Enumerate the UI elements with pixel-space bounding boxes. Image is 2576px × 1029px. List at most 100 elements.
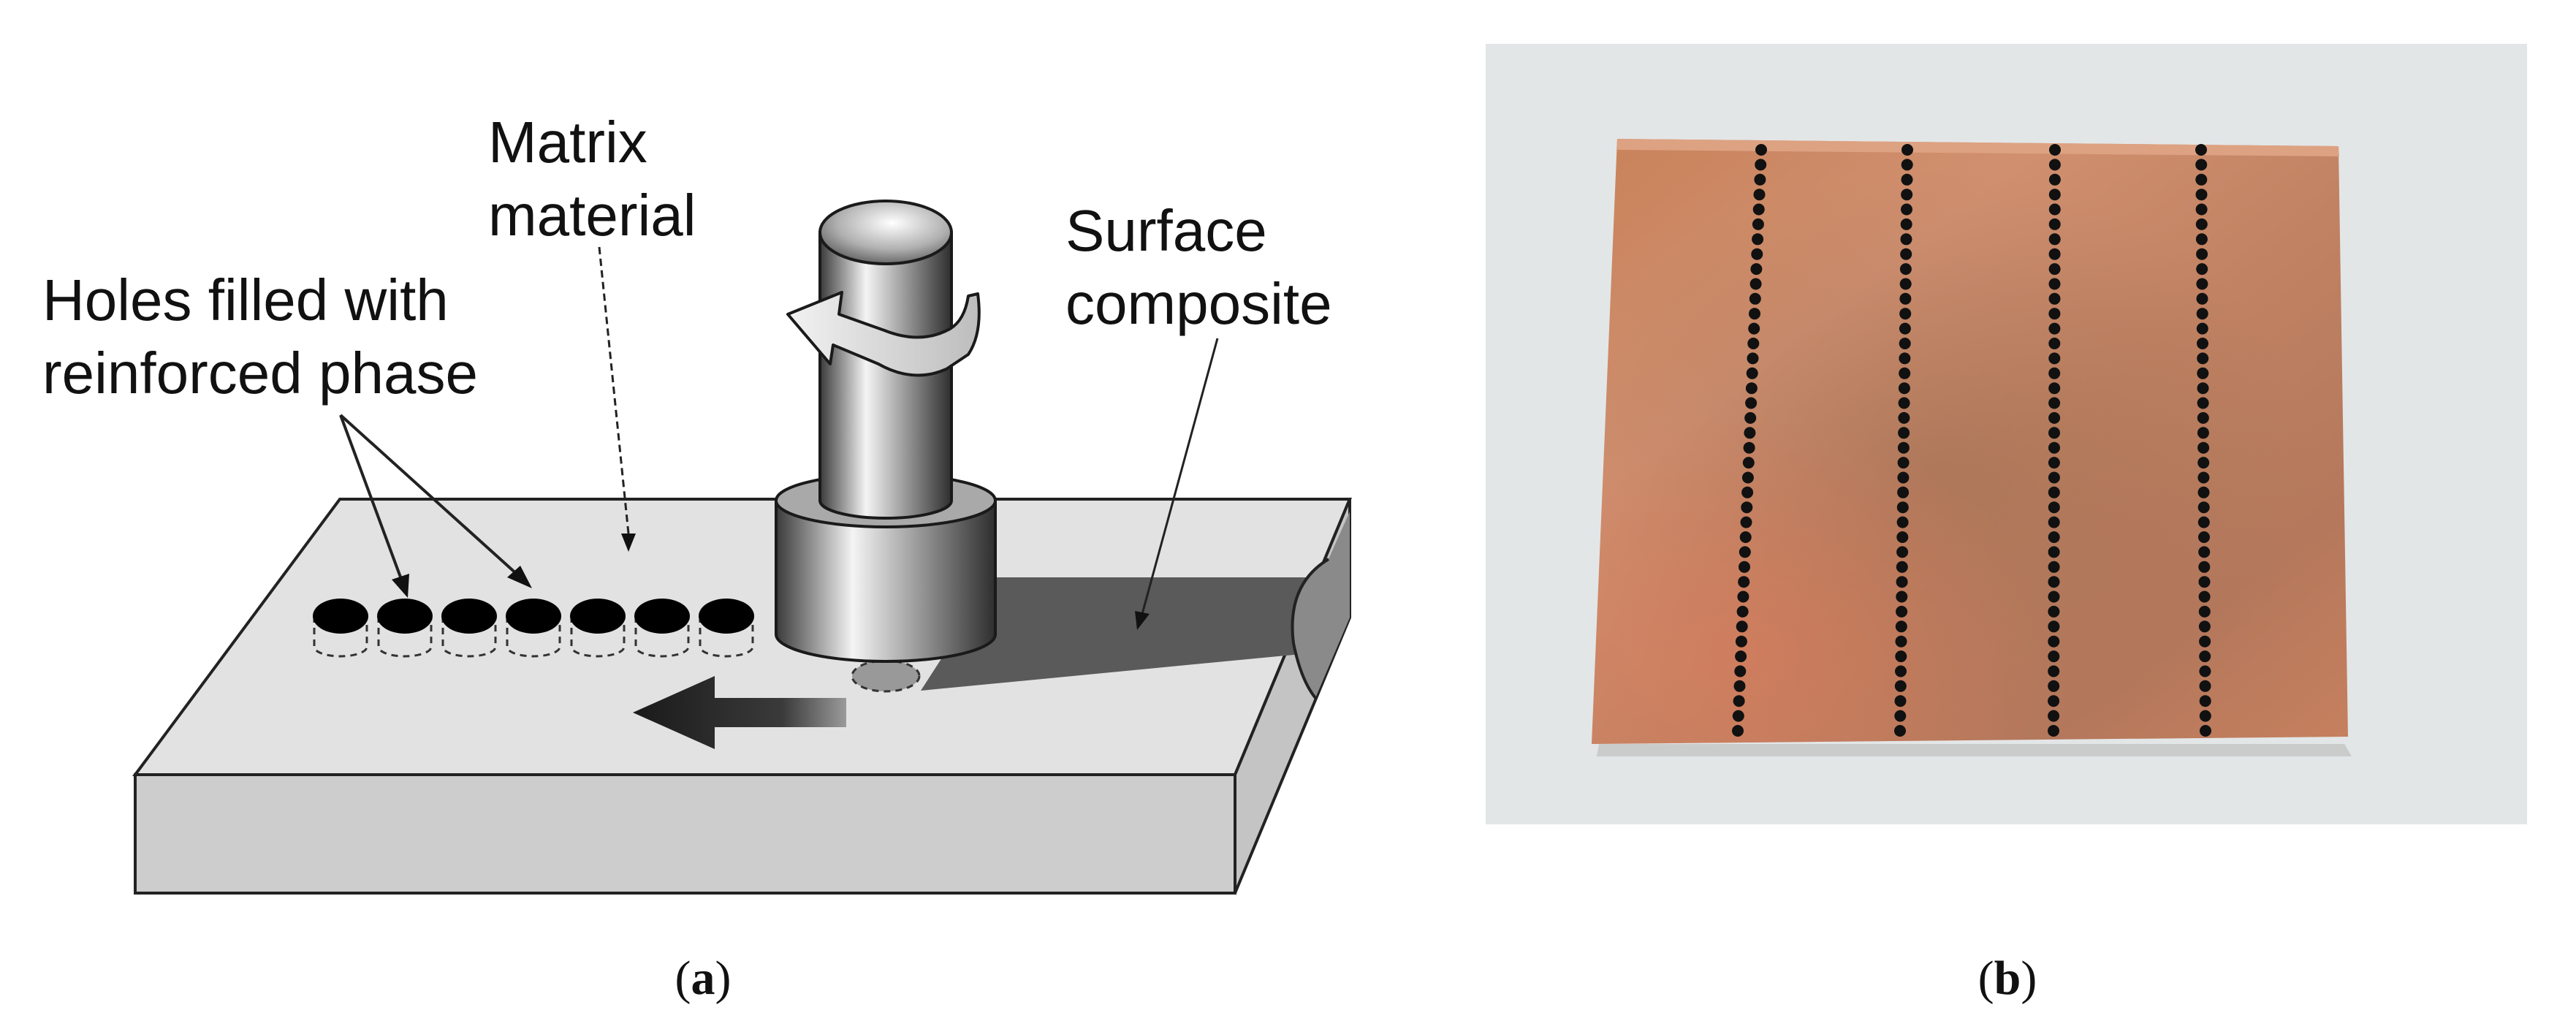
hole-dot [2197, 501, 2210, 514]
hole-dot [1733, 695, 1745, 707]
hole-dot [2198, 620, 2211, 633]
hole-dot [1752, 203, 1765, 216]
tool-shank [818, 231, 953, 520]
hole-dot [2048, 486, 2060, 498]
hole-dot [2196, 248, 2208, 260]
hole-dot [1898, 382, 1910, 395]
hole-dot [2199, 665, 2211, 677]
hole-dot [1899, 322, 1911, 335]
hole-dot [2197, 486, 2210, 498]
hole-dot [2199, 650, 2211, 663]
hole-dot [1898, 411, 1910, 424]
label-matrix-material-line1: Matrix [488, 110, 647, 175]
plate-front-face [134, 773, 1236, 895]
hole-dot [1899, 308, 1912, 320]
hole-dot [2048, 531, 2060, 543]
fsp-tool [775, 200, 997, 693]
hole-dot [2048, 457, 2060, 469]
hole-dot [1739, 546, 1751, 558]
hole-dot [1750, 263, 1763, 276]
hole-dot [2198, 531, 2210, 543]
copper-plate-edge [1616, 139, 2339, 156]
hole-dot [2048, 695, 2060, 707]
hole-dot [1894, 710, 1907, 722]
hole-dot [2197, 367, 2209, 379]
leader-line-holes-2 [339, 414, 520, 577]
hole-dot [1896, 516, 1909, 528]
hole-dot [1733, 680, 1746, 692]
hole-dot [2048, 605, 2060, 618]
hole-dot [1900, 233, 1912, 246]
hole-dot [2195, 173, 2208, 186]
label-holes-line1: Holes filled with [42, 267, 449, 333]
hole [441, 599, 497, 658]
hole-dot [2198, 546, 2211, 558]
hole-dot [2048, 322, 2061, 335]
hole-dot [1898, 397, 1910, 409]
hole-dot [1901, 203, 1912, 216]
hole-dot [2197, 516, 2210, 528]
hole-dot [1900, 248, 1912, 260]
hole-dot [1744, 411, 1757, 424]
hole-dot [2197, 352, 2209, 365]
panel-b-photo: (b) [1486, 44, 2527, 1005]
hole [634, 599, 690, 658]
hole-dot [1896, 546, 1909, 558]
hole-dot [1741, 501, 1753, 514]
hole-dot [2198, 591, 2211, 603]
hole-dot [1897, 441, 1910, 454]
hole-dot [1737, 591, 1749, 603]
hole-dot [1736, 605, 1749, 618]
label-matrix-material-line2: material [488, 183, 696, 248]
hole-dot-lines [1732, 144, 2211, 737]
hole-dot [2048, 591, 2060, 603]
hole-dot [2048, 725, 2059, 737]
hole-dot [1753, 189, 1766, 201]
hole-dot [2048, 561, 2060, 573]
tool-top-cap [818, 200, 953, 265]
hole-dot [1897, 457, 1910, 469]
hole-dot [2198, 576, 2211, 588]
hole-dot [2199, 680, 2211, 692]
hole-dot [2048, 338, 2061, 349]
hole-dot [1749, 292, 1761, 305]
hole-dot [2048, 397, 2061, 409]
hole-dot [1745, 382, 1758, 395]
hole-dot [1742, 457, 1755, 469]
tool-pin [851, 659, 921, 693]
hole-dot [2195, 233, 2208, 246]
hole-dot [2197, 471, 2210, 484]
hole-dot [1896, 531, 1909, 543]
hole-dot [2200, 725, 2211, 737]
hole-dot [2049, 144, 2061, 156]
hole-dot [2048, 263, 2061, 276]
hole-dot [2196, 278, 2208, 290]
hole-dot [1749, 308, 1760, 320]
hole-dot [1895, 635, 1907, 648]
hole [377, 599, 433, 658]
hole-dot [2196, 308, 2208, 320]
hole-dot [1899, 278, 1912, 290]
hole-dot [2197, 457, 2210, 469]
hole-dot [2197, 441, 2210, 454]
hole-dot [2048, 411, 2061, 424]
hole-dot [1739, 531, 1752, 543]
hole-dot [2048, 173, 2061, 186]
hole-dot [2048, 218, 2061, 230]
hole-dot [1751, 248, 1763, 260]
hole-dot [1755, 144, 1767, 156]
hole-dot [1735, 650, 1747, 663]
hole-dot [1740, 516, 1752, 528]
hole-dot [1895, 665, 1907, 677]
hole-dot [1755, 159, 1767, 171]
hole-dot [2197, 427, 2209, 439]
hole-dot [1899, 263, 1912, 276]
hole-dot [2198, 605, 2211, 618]
hole-dot [2197, 338, 2208, 349]
hole-dot [2048, 203, 2061, 216]
holes-row [313, 599, 754, 658]
hole-dot [1896, 576, 1908, 588]
processed-zone [921, 577, 1329, 691]
hole-dot [1901, 159, 1913, 171]
